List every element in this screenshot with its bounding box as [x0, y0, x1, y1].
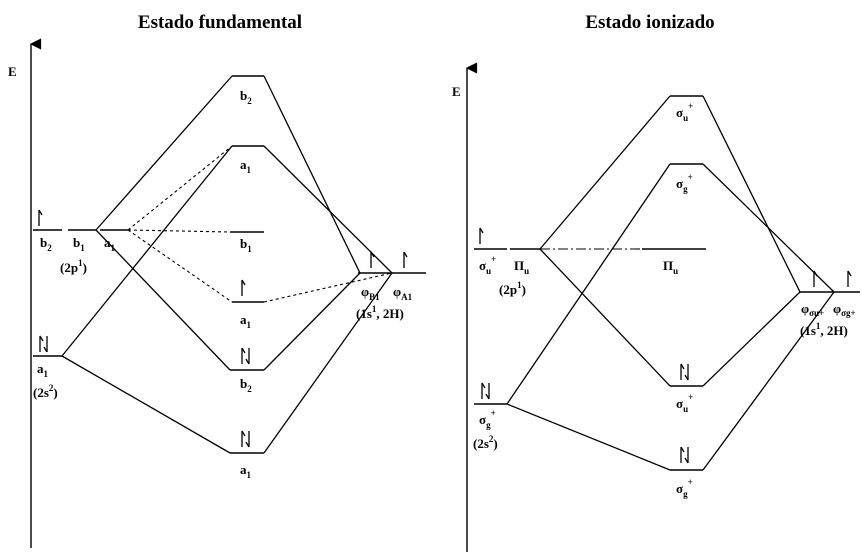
ao-phi-sg-electron-up: [847, 270, 852, 288]
ao-phi-a1-label: φA1: [393, 284, 413, 302]
ao-b1-label: b1: [73, 235, 85, 253]
ao-phi-su-label: φσu+: [801, 301, 824, 318]
ao-b2-electron-up: [38, 209, 43, 227]
mo-a1-upper-label: a1: [240, 157, 252, 175]
left-axis-label: E: [8, 64, 17, 79]
ao-b2-label: b2: [40, 235, 52, 253]
mo-sigma-g-bottom-electron-up: [680, 446, 685, 464]
ao-pi-u-label: Πu: [514, 258, 529, 276]
ao-sigma-g-electron-up: [481, 382, 486, 400]
mo-a1-mid-label: a1: [240, 312, 252, 330]
mo-a1-bottom-electron-up: [241, 430, 246, 448]
ao-sigma-g-label: σg+: [479, 408, 496, 430]
mo-sigma-u-low-label: σu+: [676, 392, 693, 414]
right-correlation-lines: [506, 95, 835, 471]
ao-2p-config: (2p1): [60, 258, 87, 275]
ao-2s-config-ion: (2s2): [473, 434, 498, 451]
mo-sigma-u-top-label: σu+: [676, 101, 693, 123]
ao-phi-sg-label: φσg+: [833, 301, 856, 318]
ao-sigma-g-electron-down: [485, 382, 490, 400]
ao-a1-2s-electron-up: [39, 335, 44, 353]
mo-pi-u-label: Πu: [663, 258, 678, 276]
ao-phi-a1-electron-up: [403, 251, 408, 269]
right-axis-label: E: [452, 84, 461, 99]
left-diagram: E b2 b1 a1 (2p1) a1 (2s2) b2 a1 b1 a1 b2…: [8, 38, 426, 548]
mo-b1-nonbonding-label: b1: [240, 236, 252, 254]
right-title: Estado ionizado: [585, 12, 714, 33]
mo-a1-bottom-label: a1: [240, 462, 252, 480]
left-dashed-lines: [127, 145, 393, 303]
mo-sigma-u-low-electron-down: [684, 363, 689, 381]
ao-2s-config: (2s2): [33, 383, 58, 400]
ao-a1-2s-label: a1: [37, 361, 49, 379]
mo-sigma-g-bottom-electron-down: [684, 446, 689, 464]
ao-h-config-ion: (1s1, 2H): [800, 321, 848, 338]
left-title: Estado fundamental: [138, 12, 302, 33]
left-correlation-lines: [61, 75, 393, 454]
right-diagram: E σu+ Πu (2p1) σg+ (2s2) σu+ σg+ Πu σu+ …: [452, 62, 860, 552]
mo-b2-low-electron-up: [241, 347, 246, 365]
mo-b2-top-label: b2: [240, 88, 252, 106]
mo-a1-bottom-electron-down: [245, 430, 250, 448]
ao-a1-2s-electron-down: [43, 335, 48, 353]
mo-sigma-g-upper-label: σg+: [676, 172, 693, 194]
mo-b2-low-label: b2: [240, 376, 252, 394]
ao-2p-config-ion: (2p1): [499, 280, 526, 297]
mo-sigma-u-low-electron-up: [680, 363, 685, 381]
mo-b2-low-electron-down: [245, 347, 250, 365]
ao-sigma-u-electron-up: [479, 227, 484, 245]
mo-sigma-g-bottom-label: σg+: [676, 477, 693, 499]
ao-sigma-u-label: σu+: [479, 254, 496, 276]
mo-a1-mid-electron-up: [241, 279, 246, 297]
